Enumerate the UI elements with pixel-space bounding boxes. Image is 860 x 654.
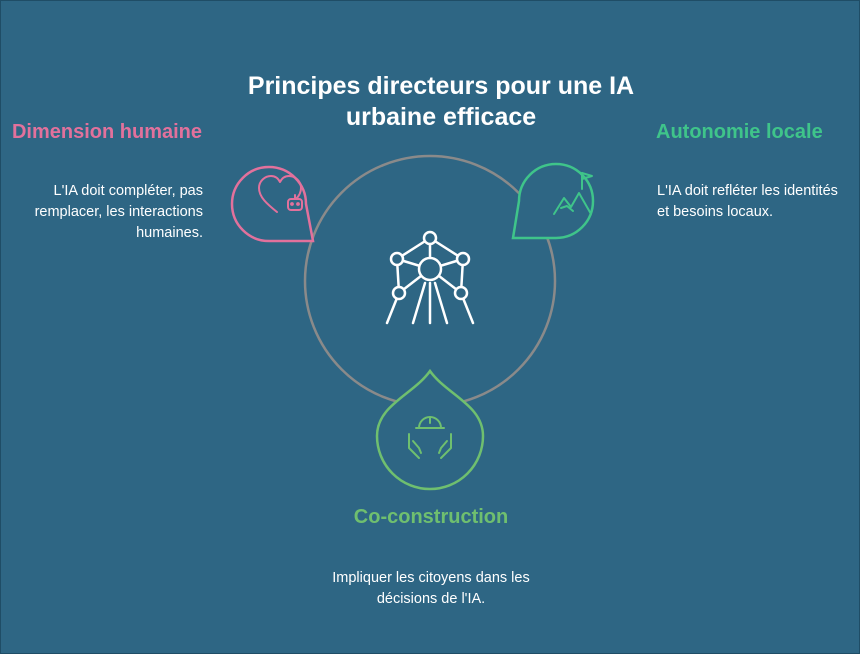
mountain-flag-icon bbox=[553, 172, 593, 215]
coconstruction-pin bbox=[375, 368, 485, 491]
local-pin bbox=[511, 162, 595, 240]
hands-helmet-icon bbox=[408, 416, 452, 459]
atomium-icon bbox=[385, 230, 475, 325]
heart-robot-icon bbox=[258, 175, 303, 213]
coconstruction-heading: Co-construction bbox=[353, 506, 509, 528]
local-autonomy-description: L'IA doit refléter les identités et beso… bbox=[657, 183, 838, 220]
local-autonomy-heading: Autonomie locale bbox=[656, 121, 823, 143]
human-pin bbox=[230, 165, 315, 243]
coconstruction-description: Impliquer les citoyens dans les décision… bbox=[332, 570, 530, 607]
human-dimension-heading: Dimension humaine bbox=[11, 121, 202, 143]
diagram-title: Principes directeurs pour une IA urbaine… bbox=[247, 72, 635, 131]
human-dimension-description: L'IA doit compléter, pas remplacer, les … bbox=[34, 183, 203, 241]
